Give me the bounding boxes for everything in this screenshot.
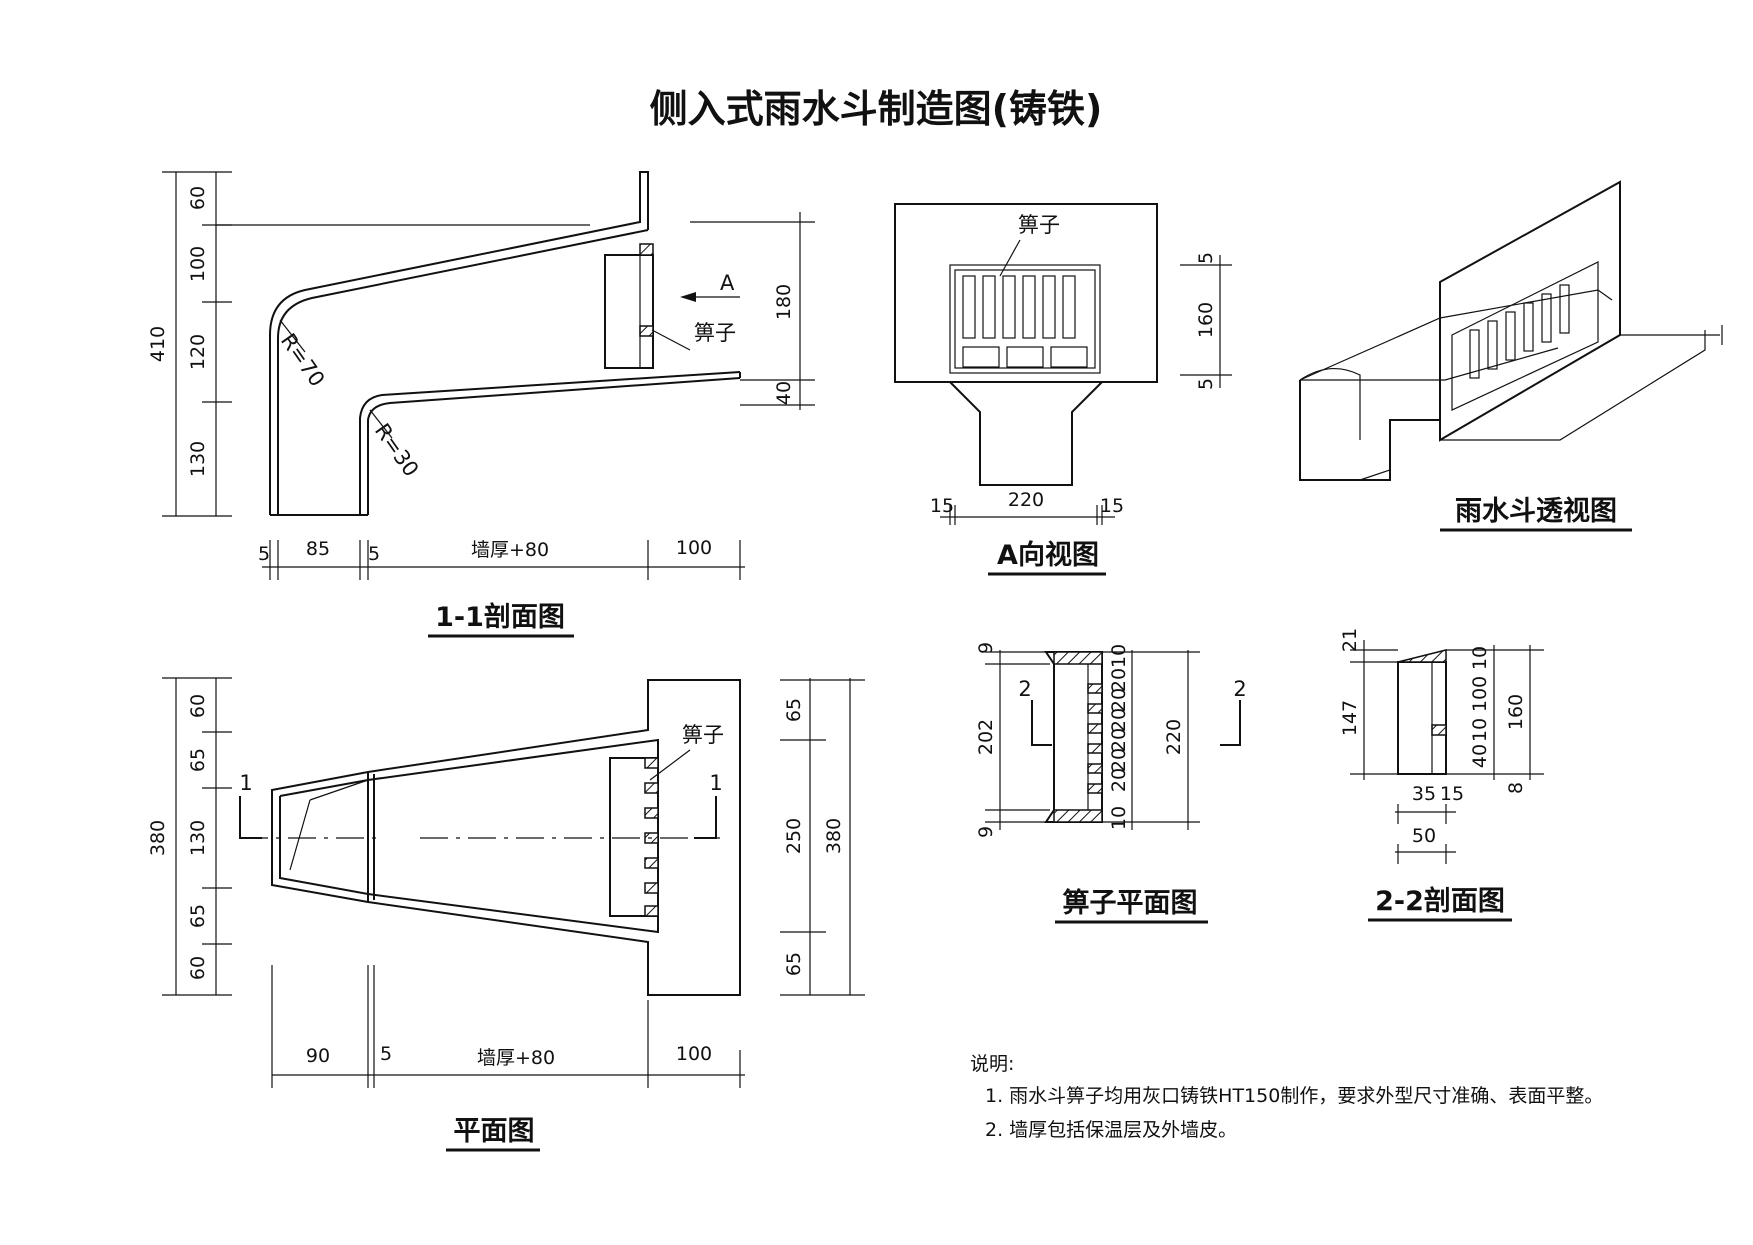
dim-width: 220	[1008, 489, 1044, 511]
plan-view: 380 60 65 130 65 60 箅子 1 1	[147, 677, 865, 1152]
dim-seg: 40	[773, 381, 795, 405]
dim-seg: 5	[1195, 378, 1217, 390]
notes-heading: 说明:	[970, 1053, 1014, 1075]
dim-grate-height: 180	[773, 284, 795, 320]
grate-label: 箅子	[682, 723, 724, 747]
dim-wall: 墙厚+80	[471, 539, 549, 561]
notes: 说明: 1. 雨水斗箅子均用灰口铸铁HT150制作，要求外型尺寸准确、表面平整。…	[970, 1053, 1603, 1141]
dim-seg: 60	[187, 186, 209, 210]
section-1-1: 410 60 100 120 130 R=70 R=30 A 箅子 180	[147, 171, 815, 638]
radius-label: R=70	[276, 329, 329, 391]
view-arrow-label: A	[720, 271, 735, 295]
dim-seg: 100	[1469, 676, 1491, 712]
sheet-title: 侧入式雨水斗制造图(铸铁)	[650, 87, 1103, 131]
dim-seg: 9	[975, 826, 997, 838]
dim-total-height: 410	[147, 326, 169, 362]
dim-seg: 50	[1412, 825, 1436, 847]
dim-total-width: 380	[823, 818, 845, 854]
dim-pitch: 20	[1108, 708, 1130, 732]
dim-total-width: 380	[147, 820, 169, 856]
dim-seg: 10	[1469, 646, 1491, 670]
dim-seg: 15	[930, 495, 954, 517]
dim-seg: 9	[975, 642, 997, 654]
cut-mark: 1	[709, 771, 722, 795]
caption-section-1-1: 1-1剖面图	[435, 601, 565, 633]
dim-seg: 65	[783, 698, 805, 722]
caption-view-a: A向视图	[997, 539, 1099, 571]
dim-seg: 100	[676, 537, 712, 559]
grate-plan-view: 9 202 9 10 20 20 20 20 20 20 10 220 2 2 …	[975, 642, 1247, 924]
dim-seg: 5	[368, 543, 380, 565]
dim-seg: 21	[1339, 628, 1361, 652]
dim-seg: 65	[187, 904, 209, 928]
dim-seg: 5	[1195, 252, 1217, 264]
caption-section-2-2: 2-2剖面图	[1375, 885, 1505, 917]
dim-seg: 250	[783, 818, 805, 854]
dim-seg: 5	[258, 543, 270, 565]
cut-mark: 2	[1018, 677, 1031, 701]
dim-seg: 90	[306, 1045, 330, 1067]
view-a: 箅子 5 160 5 15 220 15 A向视图	[894, 203, 1232, 576]
dim-pitch: 20	[1108, 668, 1130, 692]
dim-seg: 15	[1100, 495, 1124, 517]
dim-seg: 65	[187, 748, 209, 772]
dim-wall: 墙厚+80	[477, 1047, 555, 1069]
cut-mark: 1	[239, 771, 252, 795]
perspective-view: 雨水斗透视图	[1299, 180, 1723, 532]
radius-label: R=30	[370, 419, 423, 481]
note-item: 2. 墙厚包括保温层及外墙皮。	[985, 1119, 1237, 1141]
dim-seg: 147	[1339, 700, 1361, 736]
dim-pitch: 20	[1108, 728, 1130, 752]
dim-seg: 100	[187, 246, 209, 282]
dim-seg: 60	[187, 694, 209, 718]
caption-perspective: 雨水斗透视图	[1455, 496, 1617, 527]
dim-seg: 100	[676, 1043, 712, 1065]
dim-seg: 130	[187, 820, 209, 856]
dim-seg: 130	[187, 441, 209, 477]
dim-seg: 35	[1412, 783, 1436, 805]
grate-label: 箅子	[694, 321, 736, 345]
dim-seg: 5	[380, 1043, 392, 1065]
dim-seg: 60	[187, 956, 209, 980]
dim-pitch: 20	[1108, 688, 1130, 712]
dim-pitch: 20	[1108, 748, 1130, 772]
dim-seg: 85	[306, 538, 330, 560]
dim-pitch: 20	[1108, 768, 1130, 792]
note-item: 1. 雨水斗箅子均用灰口铸铁HT150制作，要求外型尺寸准确、表面平整。	[985, 1085, 1603, 1107]
dim-pitch: 10	[1108, 806, 1130, 830]
section-2-2: 21 147 10 100 10 40 160 8 35 15 50 2-2剖面…	[1339, 628, 1544, 922]
grate-label: 箅子	[1018, 213, 1060, 237]
dim-seg: 15	[1440, 783, 1464, 805]
dim-seg: 40	[1469, 744, 1491, 768]
dim-seg: 120	[187, 334, 209, 370]
dim-total: 220	[1163, 719, 1185, 755]
caption-grate-plan: 箅子平面图	[1063, 887, 1198, 919]
dim-seg: 65	[783, 952, 805, 976]
dim-pitch: 10	[1108, 644, 1130, 668]
cut-mark: 2	[1233, 677, 1246, 701]
dim-seg: 10	[1469, 718, 1491, 742]
dim-seg: 202	[975, 719, 997, 755]
dim-total: 160	[1505, 694, 1527, 730]
dim-grate-height: 160	[1195, 302, 1217, 338]
caption-plan: 平面图	[454, 1116, 535, 1147]
dim-seg: 8	[1505, 782, 1527, 794]
